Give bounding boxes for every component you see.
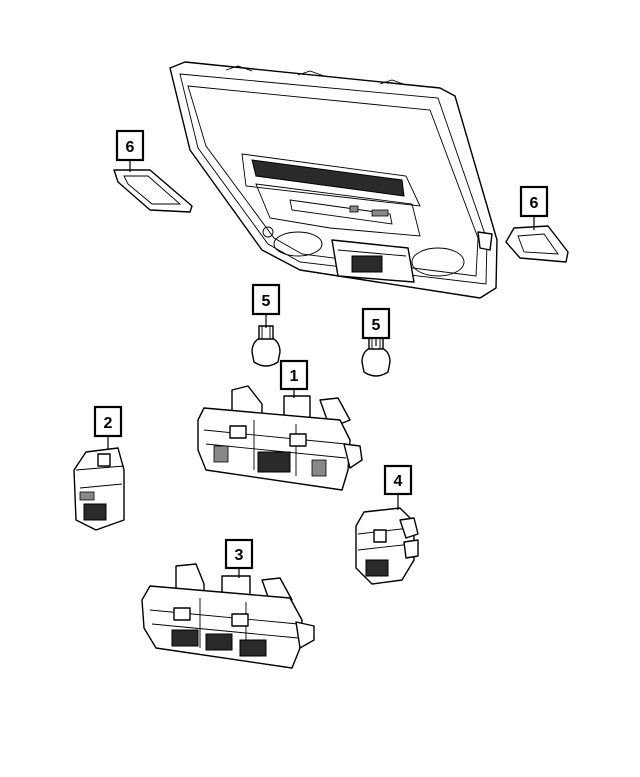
overhead-console-housing — [169, 61, 498, 299]
callout-5a: 5 — [251, 283, 281, 316]
callout-2: 2 — [93, 405, 123, 438]
callout-5b-label: 5 — [372, 317, 381, 334]
callout-4-label: 4 — [394, 473, 403, 490]
bulb-left — [251, 325, 281, 367]
callout-5a-label: 5 — [262, 293, 271, 310]
callout-1-label: 1 — [290, 368, 299, 385]
callout-3: 3 — [224, 538, 254, 570]
leader-lines — [107, 160, 535, 578]
callout-2-label: 2 — [104, 415, 113, 432]
trim-ring-right — [505, 225, 569, 263]
switch-module-3 — [141, 563, 315, 669]
callout-6b: 6 — [519, 185, 549, 218]
callout-4: 4 — [383, 464, 413, 496]
callout-5b: 5 — [361, 307, 391, 340]
switch-module-1 — [197, 385, 363, 491]
callout-1: 1 — [279, 359, 309, 391]
callout-6a-label: 6 — [126, 139, 135, 156]
callout-3-label: 3 — [235, 547, 244, 564]
callout-6b-label: 6 — [530, 195, 539, 212]
callout-6a: 6 — [115, 129, 145, 162]
trim-ring-left — [113, 169, 193, 213]
switch-2 — [73, 447, 125, 531]
switch-4 — [355, 507, 419, 585]
